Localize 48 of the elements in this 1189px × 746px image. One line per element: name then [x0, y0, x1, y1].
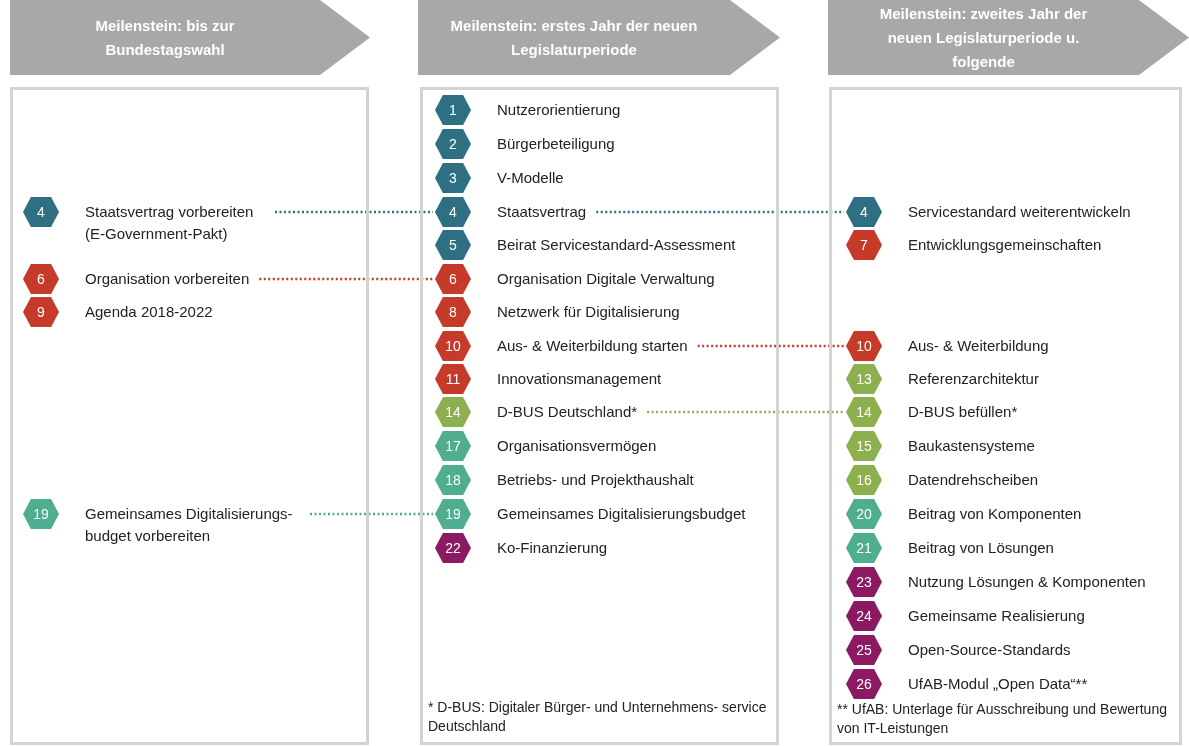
- milestone-item-text: Betriebs- und Projekthaushalt: [497, 470, 694, 490]
- milestone-item-text: Beirat Servicestandard-Assessment: [497, 235, 736, 255]
- dotted-connector: [259, 277, 433, 281]
- column-panel: [420, 87, 779, 745]
- milestone-item-text: Gemeinsame Realisierung: [908, 606, 1085, 626]
- milestone-item-text: Beitrag von Lösungen: [908, 538, 1054, 558]
- milestone-item-text: UfAB-Modul „Open Data“**: [908, 674, 1088, 694]
- milestone-item-text: D-BUS Deutschland*: [497, 402, 638, 422]
- milestone-item-text: Staatsvertrag: [497, 202, 587, 222]
- milestone-chevron: [10, 0, 370, 75]
- milestone-item-text: V-Modelle: [497, 168, 564, 188]
- footnote: ** UfAB: Unterlage für Ausschreibung und Bewertung von IT-Leistungen: [837, 700, 1168, 738]
- milestone-item-text: Agenda 2018-2022: [85, 302, 213, 322]
- milestone-item-text: Baukastensysteme: [908, 436, 1035, 456]
- milestone-item-text: Datendrehscheiben: [908, 470, 1039, 490]
- milestone-chevron: [418, 0, 780, 75]
- milestone-item-text: Ko-Finanzierung: [497, 538, 608, 558]
- milestone-item-text: Innovationsmanagement: [497, 369, 662, 389]
- column-panel: [10, 87, 369, 745]
- dotted-connector: [310, 512, 433, 516]
- milestone-item-text: Servicestandard weiterentwickeln: [908, 202, 1131, 222]
- milestone-title: Meilenstein: bis zur Bundestagswahl: [94, 15, 236, 60]
- milestone-chevron: [828, 0, 1189, 75]
- column-panel: [829, 87, 1182, 745]
- dotted-connector: [697, 344, 844, 348]
- milestone-item-text: Beitrag von Komponenten: [908, 504, 1082, 524]
- milestone-item-text: Bürgerbeteiligung: [497, 134, 615, 154]
- milestone-item-text: Organisation vorbereiten: [85, 269, 250, 289]
- milestone-title: Meilenstein: zweites Jahr der neuen Legislaturperiode u. folgende: [878, 3, 1089, 72]
- milestone-item-text: Nutzerorientierung: [497, 100, 621, 120]
- milestone-item-text: Aus- & Weiterbildung: [908, 336, 1049, 356]
- footnote: * D-BUS: Digitaler Bürger- und Unternehmens- service Deutschland: [428, 698, 768, 736]
- dotted-connector: [596, 210, 844, 214]
- milestone-item-text: Gemeinsames Digitalisierungs- budget vorbereiten: [85, 504, 294, 546]
- milestone-item-text: Organisation Digitale Verwaltung: [497, 269, 715, 289]
- milestone-item-text: Nutzung Lösungen & Komponenten: [908, 572, 1146, 592]
- milestone-item-text: Entwicklungsgemeinschaften: [908, 235, 1102, 255]
- milestone-title: Meilenstein: erstes Jahr der neuen Legislaturperiode: [449, 15, 699, 60]
- milestone-item-text: Aus- & Weiterbildung starten: [497, 336, 688, 356]
- milestone-item-text: Gemeinsames Digitalisierungsbudget: [497, 504, 746, 524]
- milestone-item-text: D-BUS befüllen*: [908, 402, 1018, 422]
- milestone-item-text: Netzwerk für Digitalisierung: [497, 302, 680, 322]
- dotted-connector: [275, 210, 433, 214]
- dotted-connector: [647, 410, 844, 414]
- milestone-item-text: Referenzarchitektur: [908, 369, 1039, 389]
- milestone-item-text: Open-Source-Standards: [908, 640, 1071, 660]
- milestone-item-text: Organisationsvermögen: [497, 436, 657, 456]
- milestone-item-text: Staatsvertrag vorbereiten (E-Government-Pakt): [85, 202, 255, 244]
